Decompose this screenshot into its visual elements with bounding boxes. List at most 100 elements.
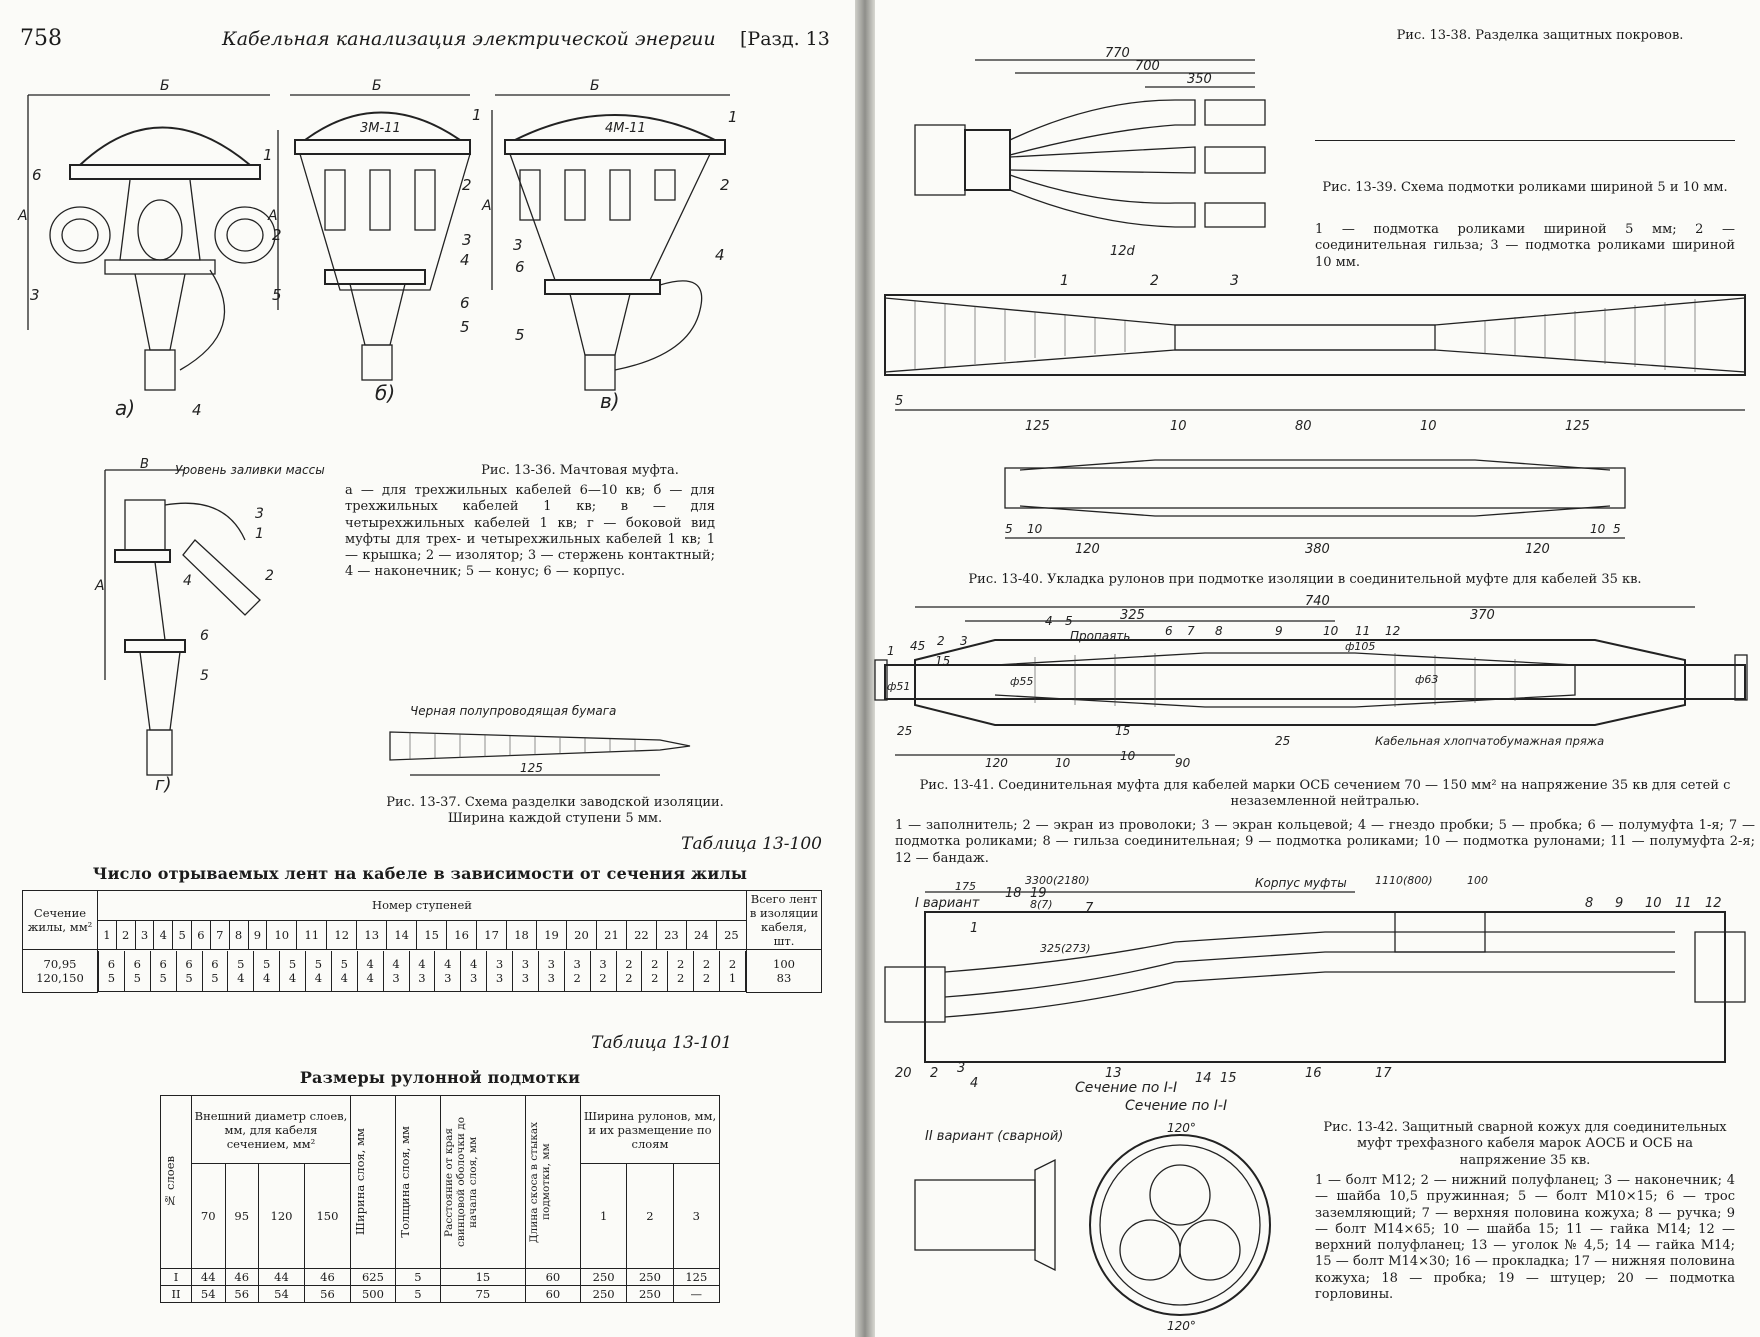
angle-bottom: 120°: [1167, 1319, 1196, 1333]
cell-value: 3: [521, 970, 530, 985]
svg-text:18: 18: [1005, 886, 1022, 901]
step-number: 16: [446, 919, 478, 950]
diam: ф105: [1345, 640, 1375, 653]
svg-text:5: 5: [515, 326, 525, 344]
step-number: 22: [625, 919, 657, 950]
table-cell: 46: [303, 1268, 351, 1286]
callout-3: 3: [1230, 273, 1239, 289]
svg-text:4: 4: [460, 251, 470, 269]
row-section: 70,95: [43, 957, 77, 971]
svg-text:14: 14: [1195, 1071, 1212, 1086]
svg-text:13: 13: [1105, 1066, 1122, 1081]
svg-text:1: 1: [728, 108, 738, 126]
fig-13-36-g: В А Уровень заливки массы 3 1 2 4 6 5 г): [94, 457, 325, 795]
cell-value: 2: [625, 970, 633, 985]
fig-13-36-a: Б А 1 2 3 4 5 6 а): [17, 78, 282, 420]
cell-value: 1: [728, 970, 737, 985]
cell-value: 5: [159, 970, 167, 985]
fig-13-39-title: Рис. 13-39. Схема подмотки роликами шири…: [1322, 180, 1728, 195]
diam: ф55: [1010, 675, 1033, 688]
table-13-100-title: Число отрываемых лент на кабеле в зависи…: [92, 864, 748, 883]
step-number: 19: [536, 919, 567, 950]
step-number: 24: [685, 919, 717, 950]
diam: ф51: [887, 680, 910, 693]
cell-value: 6: [211, 956, 219, 971]
svg-text:12: 12: [1705, 896, 1722, 911]
dim: 15: [935, 654, 950, 668]
col-total: Всего лент в изоляции кабеля, шт.: [746, 890, 822, 950]
table-13-100: Сечение жилы, мм² Номер ступеней Всего л…: [22, 890, 822, 993]
svg-text:5: 5: [1065, 614, 1073, 628]
step-number: 18: [506, 919, 538, 950]
label-3m11: 3М-11: [360, 121, 401, 136]
table-cell: —: [672, 1285, 721, 1303]
label-b: б): [375, 381, 395, 405]
svg-text:11: 11: [1675, 896, 1692, 911]
table-cell: 250: [626, 1268, 674, 1286]
svg-text:6: 6: [515, 258, 525, 276]
svg-text:6: 6: [200, 628, 209, 644]
svg-text:7: 7: [1187, 624, 1195, 638]
table-cell: 500: [349, 1285, 396, 1303]
dim: 325: [1120, 608, 1145, 623]
table-cell: 250: [579, 1285, 628, 1303]
cell-value: 2: [625, 956, 633, 971]
fig-13-36-caption: а — для трехжильных кабелей 6—10 кв; б —…: [345, 483, 715, 580]
step-number: 1: [97, 919, 117, 950]
svg-text:16: 16: [1305, 1066, 1322, 1081]
left-page: 758 Кабельная канализация электрической …: [0, 0, 855, 1337]
fig-13-41-title: Рис. 13-41. Соединительная муфта для каб…: [919, 778, 1731, 810]
svg-text:9: 9: [1275, 624, 1283, 638]
section-label-1: Сечение по I-I: [1075, 1080, 1177, 1096]
table-13-101-label: Таблица 13-101: [591, 1033, 732, 1053]
cell-value: 4: [366, 970, 374, 985]
svg-text:4: 4: [970, 1076, 978, 1091]
svg-text:4: 4: [715, 246, 725, 264]
fig-13-40-caption: Рис. 13-40. Укладка рулонов при подмотке…: [968, 572, 1642, 587]
cell-value: 3: [470, 970, 478, 985]
fig-13-42-section: II вариант (сварной) Сечение по I-I 120°…: [914, 1098, 1271, 1333]
cell-value: 3: [495, 970, 504, 985]
step-number: 5: [172, 919, 193, 950]
dim-v-g: В: [140, 457, 149, 472]
svg-text:3: 3: [462, 231, 472, 249]
fig-13-41-drawing: 740 325 370 Пропаять Кабельная хлопчатоб…: [874, 594, 1748, 770]
roll-2: 2: [626, 1163, 674, 1269]
cell-value: 6: [133, 956, 141, 971]
dim-a-b: А: [267, 208, 278, 224]
step-number: 20: [566, 919, 597, 950]
cell-value: 4: [314, 970, 323, 985]
dim: 10: [1170, 419, 1187, 434]
table-cell: 625: [349, 1268, 396, 1286]
cell-value: 4: [418, 956, 426, 971]
svg-text:2: 2: [272, 226, 282, 244]
cell-value: 3: [573, 956, 581, 971]
dim: 120: [1525, 542, 1550, 557]
angle-top: 120°: [1167, 1121, 1196, 1135]
dim-350: 350: [1187, 72, 1212, 87]
fig-13-37-drawing: Черная полупроводящая бумага 125: [389, 704, 691, 776]
dim: 80: [1295, 419, 1312, 434]
table-13-100-label: Таблица 13-100: [681, 834, 822, 854]
svg-text:4: 4: [1045, 614, 1053, 628]
dim: 90: [1175, 756, 1191, 770]
cell-value: 4: [470, 956, 478, 971]
diam-70: 70: [191, 1163, 226, 1269]
cell-value: 6: [107, 956, 116, 971]
step-number: 13: [356, 919, 388, 950]
cell-value: 5: [288, 956, 297, 971]
svg-text:1: 1: [887, 644, 895, 658]
svg-text:10: 10: [1323, 624, 1339, 638]
housing-label: Корпус муфты: [1255, 876, 1347, 890]
fig-13-39-drawing: 1 2 3 5 125 10 80 10 125: [884, 273, 1746, 434]
dim: 100: [1467, 874, 1488, 887]
svg-text:1: 1: [263, 146, 273, 164]
cell-value: 3: [599, 956, 607, 971]
dim: 380: [1305, 542, 1330, 557]
